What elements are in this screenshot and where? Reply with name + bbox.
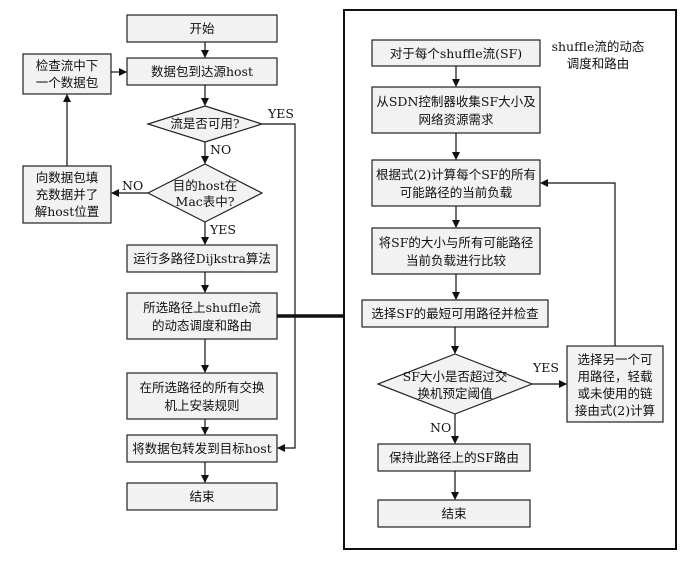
node-install-rules: 在所选路径的所有交换 机上安装规则 xyxy=(126,372,278,420)
svg-text:可能路径的当前负载: 可能路径的当前负载 xyxy=(400,185,513,200)
node-compute-load: 根据式(2)计算每个SF的所有 可能路径的当前负载 xyxy=(371,159,541,207)
svg-text:在所选路径的所有交换: 在所选路径的所有交换 xyxy=(139,380,265,395)
svg-text:所选路径上shuffle流: 所选路径上shuffle流 xyxy=(143,300,261,315)
label-yes-host-in-mac: YES xyxy=(209,222,236,237)
svg-text:Mac表中?: Mac表中? xyxy=(176,194,235,209)
svg-text:机上安装规则: 机上安装规则 xyxy=(164,398,239,413)
svg-text:将数据包转发到目标host: 将数据包转发到目标host xyxy=(132,441,272,456)
svg-text:向数据包填: 向数据包填 xyxy=(36,170,99,185)
label-yes-threshold: YES xyxy=(532,360,559,375)
node-fill-packet: 向数据包填 充数据并了 解host位置 xyxy=(22,165,112,224)
svg-text:当前负载进行比较: 当前负载进行比较 xyxy=(406,253,507,268)
node-select-shortest: 选择SF的最短可用路径并检查 xyxy=(361,299,549,328)
svg-text:的动态调度和路由: 的动态调度和路由 xyxy=(152,318,252,333)
node-for-each-sf: 对于每个shuffle流(SF) xyxy=(371,39,541,67)
label-yes-flow-available: YES xyxy=(267,106,294,121)
svg-text:shuffle流的动态: shuffle流的动态 xyxy=(552,39,645,54)
label-no-host-in-mac: NO xyxy=(122,178,143,193)
svg-text:从SDN控制器收集SF大小及: 从SDN控制器收集SF大小及 xyxy=(376,94,536,109)
label-no-flow-available: NO xyxy=(210,142,231,157)
svg-text:用路径，轻载: 用路径，轻载 xyxy=(577,369,653,384)
svg-text:结束: 结束 xyxy=(189,489,215,504)
svg-text:保持此路径上的SF路由: 保持此路径上的SF路由 xyxy=(389,450,519,465)
svg-text:目的host在: 目的host在 xyxy=(173,178,238,193)
svg-text:调度和路由: 调度和路由 xyxy=(567,56,630,71)
label-no-threshold: NO xyxy=(430,420,451,435)
svg-text:根据式(2)计算每个SF的所有: 根据式(2)计算每个SF的所有 xyxy=(376,167,536,182)
svg-text:一个数据包: 一个数据包 xyxy=(36,75,99,90)
svg-text:解host位置: 解host位置 xyxy=(35,204,100,219)
node-end-right: 结束 xyxy=(377,499,531,528)
svg-text:开始: 开始 xyxy=(189,21,215,36)
node-packet-arrives: 数据包到达源host xyxy=(126,57,278,86)
node-forward-packet: 将数据包转发到目标host xyxy=(126,434,278,463)
svg-text:充数据并了: 充数据并了 xyxy=(36,187,99,202)
svg-text:流是否可用?: 流是否可用? xyxy=(170,116,240,131)
node-alternate-path: 选择另一个可 用路径，轻载 或未使用的链 接由式(2)计算 xyxy=(566,345,664,423)
node-keep-route: 保持此路径上的SF路由 xyxy=(377,443,531,472)
panel-title: shuffle流的动态 调度和路由 xyxy=(552,39,645,71)
node-run-dijkstra: 运行多路径Dijkstra算法 xyxy=(126,244,278,273)
svg-text:运行多路径Dijkstra算法: 运行多路径Dijkstra算法 xyxy=(133,251,271,266)
svg-text:接由式(2)计算: 接由式(2)计算 xyxy=(575,403,655,418)
svg-text:或未使用的链: 或未使用的链 xyxy=(577,386,653,401)
svg-text:将SF的大小与所有可能路径: 将SF的大小与所有可能路径 xyxy=(379,235,534,250)
node-compare-load: 将SF的大小与所有可能路径 当前负载进行比较 xyxy=(371,227,541,275)
svg-text:选择另一个可: 选择另一个可 xyxy=(577,352,652,367)
svg-text:检查流中下: 检查流中下 xyxy=(36,58,99,73)
svg-text:结束: 结束 xyxy=(441,506,467,521)
svg-text:SF大小是否超过交: SF大小是否超过交 xyxy=(403,369,508,384)
svg-text:对于每个shuffle流(SF): 对于每个shuffle流(SF) xyxy=(390,46,522,61)
right-connectors xyxy=(451,66,616,500)
node-start: 开始 xyxy=(126,14,278,43)
node-collect-sf-size: 从SDN控制器收集SF大小及 网络资源需求 xyxy=(371,86,541,134)
decision-host-in-mac: 目的host在 Mac表中? xyxy=(146,163,264,223)
svg-text:换机预定阈值: 换机预定阈值 xyxy=(417,386,492,401)
decision-flow-available: 流是否可用? xyxy=(146,105,264,143)
node-check-next-packet: 检查流中下 一个数据包 xyxy=(22,53,112,95)
svg-text:数据包到达源host: 数据包到达源host xyxy=(151,64,253,79)
svg-text:网络资源需求: 网络资源需求 xyxy=(418,112,494,127)
node-shuffle-scheduling: 所选路径上shuffle流 的动态调度和路由 xyxy=(126,292,278,340)
decision-exceeds-threshold: SF大小是否超过交 换机预定阈值 xyxy=(376,353,534,415)
left-connectors xyxy=(63,42,296,483)
svg-text:选择SF的最短可用路径并检查: 选择SF的最短可用路径并检查 xyxy=(371,306,539,321)
node-end-left: 结束 xyxy=(126,482,278,511)
